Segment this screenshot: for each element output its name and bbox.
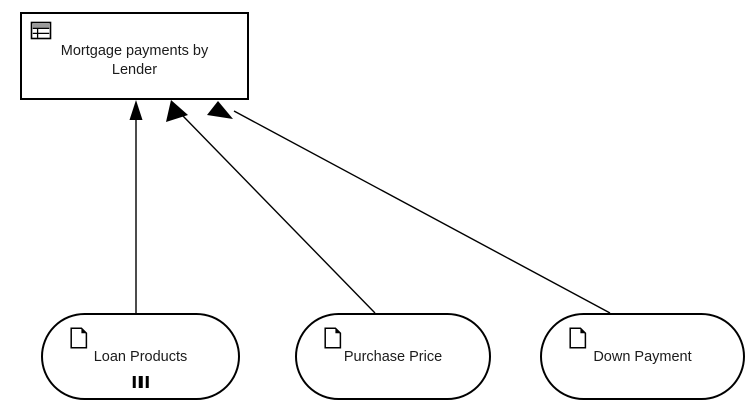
edge-loan-products (129, 100, 143, 313)
node-label: Mortgage payments by Lender (60, 43, 209, 78)
node-mortgage-payments-by-lender[interactable]: Mortgage payments by Lender (20, 12, 249, 100)
node-label: Purchase Price (343, 348, 443, 365)
table-icon (30, 21, 52, 40)
node-loan-products[interactable]: Loan Products (41, 313, 240, 400)
node-down-payment[interactable]: Down Payment (540, 313, 745, 400)
document-icon (70, 327, 88, 349)
stack-bars-icon (132, 376, 149, 388)
document-icon (324, 327, 342, 349)
node-label: Loan Products (93, 348, 188, 365)
edge-purchase-price (166, 100, 376, 314)
edge-down-payment (207, 101, 611, 314)
document-icon (569, 327, 587, 349)
node-purchase-price[interactable]: Purchase Price (295, 313, 491, 400)
node-label: Down Payment (593, 348, 692, 365)
